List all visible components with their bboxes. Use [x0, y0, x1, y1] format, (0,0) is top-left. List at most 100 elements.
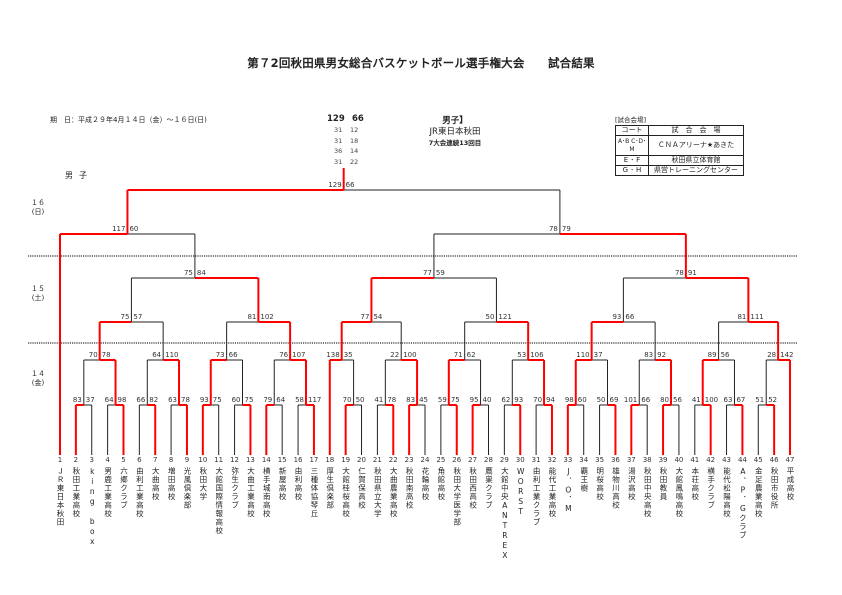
match-score: 110 [165, 351, 178, 359]
match-score: 100 [403, 351, 416, 359]
team-number: 13 [245, 456, 255, 464]
match-score: 73 [216, 351, 225, 359]
team-number: 15 [277, 456, 287, 464]
team-number: 45 [753, 456, 763, 464]
team-number: 5 [121, 456, 126, 464]
team-name: 雄物川高校 [611, 467, 621, 510]
match-score: 98 [118, 396, 127, 404]
match-score: 78 [181, 396, 190, 404]
match-score: 91 [688, 269, 697, 277]
match-score: 117 [308, 396, 321, 404]
day-weekday: (金) [31, 379, 45, 387]
match-score: 56 [721, 351, 730, 359]
match-score: 60 [129, 225, 138, 233]
team-name: ＪＲ東日本秋田 [56, 467, 65, 527]
team-number: 33 [563, 456, 573, 464]
match-score: 89 [708, 351, 717, 359]
match-score: 54 [373, 313, 382, 321]
team-name: 大曲高校 [151, 467, 161, 501]
team-number: 25 [436, 456, 446, 464]
match-score: 106 [530, 351, 544, 359]
venue-row: A･B C･D･M ＣＮＡアリーナ★あきた [615, 135, 744, 156]
match-score: 41 [374, 396, 383, 404]
match-score: 77 [423, 269, 432, 277]
day-number: １４ [31, 370, 45, 378]
match-score: 22 [390, 351, 399, 359]
team-number: 44 [737, 456, 747, 464]
team-number: 28 [484, 456, 493, 464]
match-score: 93 [514, 396, 523, 404]
team-number: 37 [626, 456, 636, 464]
match-score: 78 [549, 225, 558, 233]
match-score: 57 [133, 313, 142, 321]
match-score: 66 [641, 396, 650, 404]
period-score: 18 [350, 136, 359, 145]
match-score: 50 [486, 313, 495, 321]
team-name: 秋田中央高校 [643, 467, 653, 518]
team-name: 本荘高校 [690, 467, 700, 501]
team-number: 20 [357, 456, 366, 464]
match-score: 75 [245, 396, 254, 404]
day-label-16: １６ (日) [28, 199, 48, 217]
match-score: 60 [578, 396, 587, 404]
match-score: 66 [229, 351, 238, 359]
match-score: 81 [247, 313, 256, 321]
match-score: 70 [89, 351, 98, 359]
team-number: 3 [89, 456, 94, 464]
team-name: 秋田教員 [659, 467, 669, 501]
match-score: 78 [102, 351, 111, 359]
match-score: 84 [197, 269, 206, 277]
match-score: 52 [768, 396, 777, 404]
match-score: 121 [498, 313, 511, 321]
champion-header: 男子】 [442, 116, 468, 126]
team-number: 21 [372, 456, 382, 464]
team-name: 大曲工業高校 [246, 467, 256, 518]
period-score: 31 [334, 126, 343, 134]
team-number: 40 [674, 456, 684, 464]
team-number: 14 [261, 456, 271, 464]
team-name: 増田高校 [167, 467, 177, 501]
period-score: 36 [334, 147, 343, 156]
event-dates: 期 日：平成２９年4月１４日（金）～１６日(日) [50, 116, 207, 124]
period-score: 31 [334, 158, 343, 167]
team-name: 能代松陽高校 [722, 467, 732, 518]
team-number: 46 [769, 456, 779, 464]
match-score: 51 [755, 396, 764, 404]
team-number: 6 [137, 456, 142, 464]
match-score: 75 [213, 396, 222, 404]
team-name: 秋田南高校 [405, 467, 415, 510]
match-score: 62 [467, 351, 476, 359]
match-score: 70 [533, 396, 542, 404]
team-name: 男鹿工業高校 [103, 467, 113, 518]
team-number: 12 [230, 456, 240, 464]
match-score: 94 [546, 396, 555, 404]
match-score: 76 [279, 351, 288, 359]
match-score: 142 [780, 351, 793, 359]
match-score: 50 [597, 396, 606, 404]
team-number: 11 [214, 456, 224, 464]
team-number: 38 [642, 456, 652, 464]
match-score: 66 [625, 313, 634, 321]
match-score: 83 [644, 351, 653, 359]
team-name: 大曲農業高校 [389, 467, 399, 518]
match-score: 40 [483, 396, 492, 404]
team-name: 三種体協琴丘 [309, 467, 319, 518]
team-number: 4 [105, 456, 110, 464]
champion-note: 7大会連続13回目 [428, 139, 482, 147]
match-score: 93 [200, 396, 209, 404]
match-score: 107 [292, 351, 305, 359]
team-name: 大館鳳鳴高校 [674, 467, 684, 518]
team-name: 覇王樹 [579, 467, 589, 493]
venue-row: G ･ H 県営トレーニングセンター [615, 165, 744, 176]
match-score: 60 [232, 396, 241, 404]
match-score: 79 [562, 225, 571, 233]
team-name: A．P．Gクラブ [738, 467, 748, 540]
team-name: 秋田県立大学 [373, 467, 383, 518]
team-number: 23 [404, 456, 414, 464]
team-number: 32 [547, 456, 557, 464]
day-label-15: １５ (土) [28, 285, 48, 303]
team-number: 31 [531, 456, 541, 464]
match-score: 66 [346, 181, 355, 189]
team-name: 角館高校 [436, 467, 446, 501]
period-score: 12 [350, 126, 359, 134]
